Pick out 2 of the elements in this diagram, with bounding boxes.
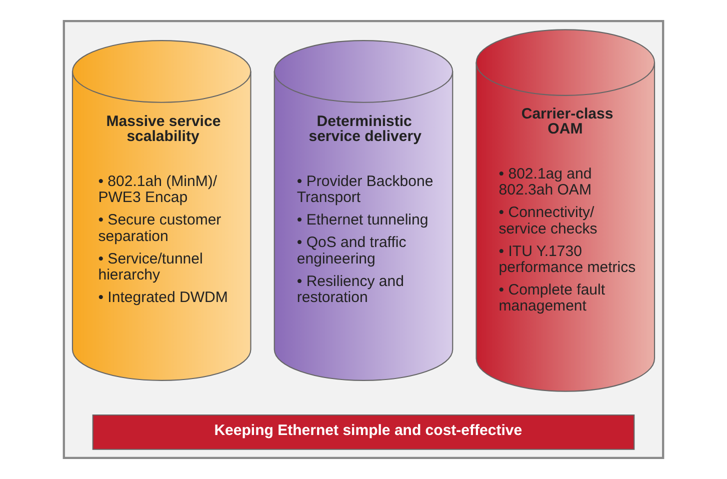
cluster: [62, 20, 664, 460]
node-box: Keeping Ethernet simple and cost-effective: [92, 414, 635, 450]
